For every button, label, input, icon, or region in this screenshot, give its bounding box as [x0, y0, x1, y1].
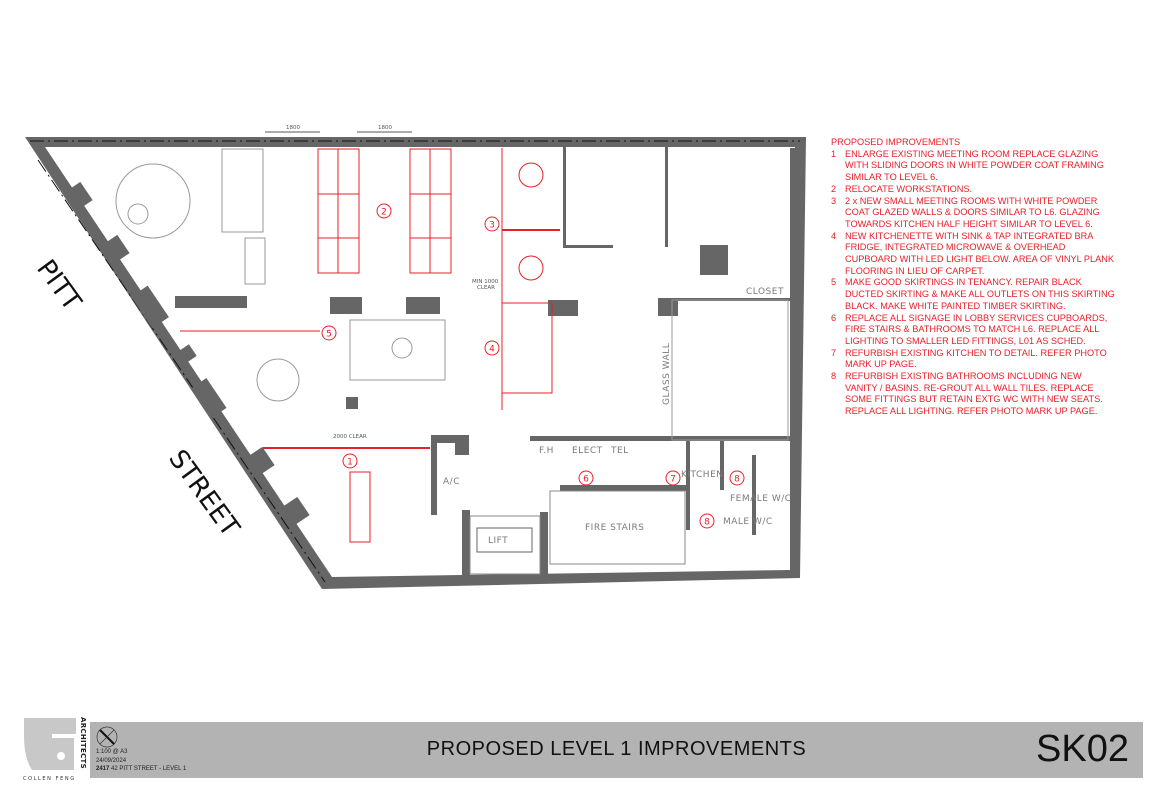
svg-text:8: 8 [734, 475, 740, 485]
svg-text:2: 2 [381, 208, 387, 218]
svg-text:3: 3 [489, 221, 495, 231]
existing-furniture [115, 148, 446, 402]
svg-text:6: 6 [583, 475, 589, 485]
logo-tagline: ARCHITECTS [79, 717, 87, 769]
date-text: 24/09/2024 [96, 758, 127, 764]
sheet-number: SK02 [1036, 728, 1129, 770]
room-closet: CLOSET [746, 287, 784, 297]
title-block: 1:100 @ A3 24/09/2024 2417 42 PITT STREE… [90, 722, 1143, 778]
glass-wall-label: GLASS WALL [662, 343, 672, 405]
room-fire-stairs: FIRE STAIRS [585, 523, 644, 533]
svg-text:8: 8 [704, 518, 710, 528]
logo-name: COLLEN FENG [23, 776, 76, 782]
svg-text:5: 5 [326, 330, 332, 340]
marker-2: 2 [376, 203, 392, 219]
svg-text:1: 1 [347, 458, 353, 468]
notes-heading: PROPOSED IMPROVEMENTS [831, 137, 961, 147]
scale-text: 1:100 @ A3 [96, 749, 128, 755]
room-kitchen: KITCHEN [681, 470, 724, 480]
dim-2000-clear: 2000 CLEAR [333, 434, 367, 440]
note-markers: 1 2 3 4 5 6 7 8 8 [321, 203, 745, 529]
marker-4: 4 [484, 340, 500, 356]
street-label-pitt: PITT [30, 254, 86, 316]
dim-clear: CLEAR [477, 285, 495, 291]
room-elect: ELECT [572, 446, 603, 456]
north-arrow-icon [96, 726, 118, 748]
dim-1800-a: 1800 [286, 125, 300, 131]
marker-1: 1 [342, 453, 358, 469]
room-tel: TEL [610, 446, 629, 456]
room-lift: LIFT [488, 536, 508, 546]
architect-logo: COLLEN FENG ARCHITECTS [23, 717, 87, 782]
svg-text:4: 4 [489, 345, 495, 355]
window-piers [65, 181, 310, 526]
dim-1800-b: 1800 [378, 125, 392, 131]
room-fh: F.H [539, 446, 554, 456]
project-text: 2417 42 PITT STREET - LEVEL 1 [96, 766, 187, 772]
room-female-wc: FEMALE W/C [730, 494, 792, 504]
drawing-title: PROPOSED LEVEL 1 IMPROVEMENTS [426, 738, 807, 760]
svg-text:7: 7 [670, 475, 676, 485]
marker-8b: 8 [699, 513, 715, 529]
marker-3: 3 [484, 216, 500, 232]
marker-7: 7 [665, 470, 681, 486]
marker-5: 5 [321, 325, 337, 341]
room-male-wc: MALE W/C [723, 517, 773, 527]
room-ac: A/C [443, 477, 460, 487]
street-label-street: STREET [162, 444, 245, 542]
proposed-works [180, 148, 560, 543]
floor-plan: 1 2 3 4 5 6 7 8 8 1800 1800 2000 CLEAR M… [25, 125, 806, 589]
marker-6: 6 [578, 470, 594, 486]
marker-8a: 8 [729, 470, 745, 486]
floor-area [45, 147, 795, 577]
dim-min-1000: MIN 1000 [472, 279, 499, 285]
